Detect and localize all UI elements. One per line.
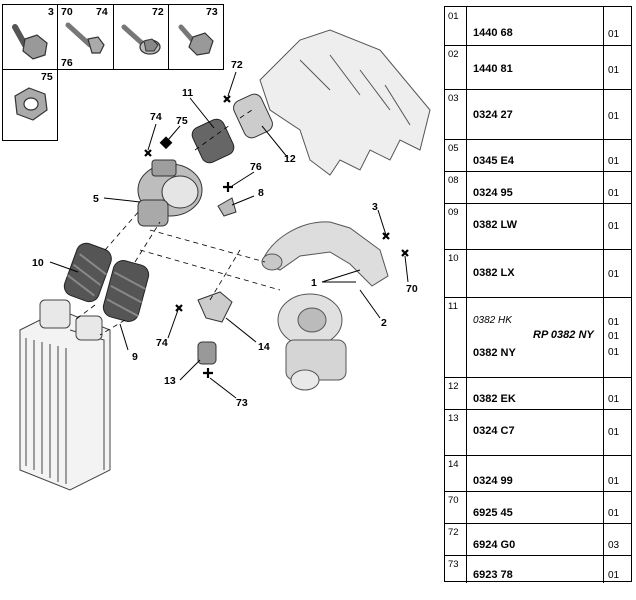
table-row: 13 0324 C7 01 bbox=[445, 409, 631, 456]
callout-1: 1 bbox=[311, 277, 317, 289]
clip-8 bbox=[217, 197, 237, 217]
air-pipe bbox=[261, 221, 389, 287]
callout-73: 73 bbox=[236, 397, 248, 409]
hex-bolt-icon bbox=[178, 24, 214, 56]
cross-marker bbox=[175, 304, 183, 312]
table-row: 01 1440 68 01 bbox=[445, 7, 631, 46]
intercooler bbox=[19, 299, 111, 491]
turbocharger bbox=[277, 293, 347, 391]
fastener-box-75: 75 bbox=[2, 69, 58, 141]
callout-3: 3 bbox=[372, 201, 378, 213]
diamond-marker bbox=[159, 136, 173, 150]
fastener-markers bbox=[144, 95, 409, 378]
callout-70: 70 bbox=[406, 283, 418, 295]
fastener-box-3: 3 bbox=[2, 4, 58, 70]
table-row: 14 0324 99 01 bbox=[445, 455, 631, 492]
hose-10 bbox=[63, 242, 112, 303]
screw-icon bbox=[65, 22, 105, 54]
fastener-label: 70 bbox=[61, 6, 73, 18]
callout-5: 5 bbox=[93, 193, 99, 205]
fastener-box-72: 72 bbox=[113, 4, 169, 70]
callout-11: 11 bbox=[182, 87, 193, 99]
callout-13: 13 bbox=[164, 375, 176, 387]
fastener-label: 74 bbox=[96, 6, 108, 18]
table-row: 12 0382 EK 01 bbox=[445, 377, 631, 410]
table-row: 11 0382 HK RP 0382 NY 0382 NY 01 01 01 bbox=[445, 297, 631, 378]
cross-marker bbox=[223, 95, 231, 103]
hose-9 bbox=[102, 260, 150, 322]
callout-75: 75 bbox=[176, 115, 188, 127]
callout-numbers: 72 11 75 74 76 8 12 5 3 10 70 1 2 9 74 1… bbox=[32, 59, 418, 409]
callout-74b: 74 bbox=[156, 337, 168, 349]
callout-10: 10 bbox=[32, 257, 44, 269]
intake-manifold bbox=[259, 29, 431, 176]
callout-76: 76 bbox=[250, 161, 262, 173]
table-row: 03 0324 27 01 bbox=[445, 89, 631, 140]
cross-marker bbox=[382, 232, 390, 240]
callout-2: 2 bbox=[381, 317, 387, 329]
table-row: 08 0324 95 01 bbox=[445, 171, 631, 204]
bolt-icon bbox=[12, 24, 48, 60]
cross-marker bbox=[401, 249, 409, 257]
callout-8: 8 bbox=[258, 187, 264, 199]
callout-9: 9 bbox=[132, 351, 138, 363]
callout-74: 74 bbox=[150, 111, 162, 123]
callout-12: 12 bbox=[284, 153, 296, 165]
exploded-view-diagram: 72 11 75 74 76 8 12 5 3 10 70 1 2 9 74 1… bbox=[19, 29, 431, 491]
callout-72: 72 bbox=[231, 59, 243, 71]
table-row: 70 6925 45 01 bbox=[445, 491, 631, 524]
table-row: 05 0345 E4 01 bbox=[445, 139, 631, 172]
fastener-label: 73 bbox=[206, 6, 218, 18]
plus-marker bbox=[223, 182, 233, 192]
fastener-label: 72 bbox=[152, 6, 164, 18]
flange-bolt-icon bbox=[121, 24, 161, 55]
sleeve-13 bbox=[197, 341, 217, 365]
fastener-label: 3 bbox=[48, 6, 54, 18]
cross-marker bbox=[144, 149, 152, 157]
callout-14: 14 bbox=[258, 341, 270, 353]
table-row: 73 6923 78 01 bbox=[445, 555, 631, 583]
table-row: 09 0382 LW 01 bbox=[445, 203, 631, 250]
fastener-label: 76 bbox=[61, 57, 73, 69]
hex-nut-icon bbox=[14, 87, 48, 121]
throttle-body bbox=[137, 159, 203, 227]
sleeve-11 bbox=[191, 118, 235, 164]
plus-marker bbox=[203, 368, 213, 378]
fastener-box-73: 73 bbox=[168, 4, 224, 70]
table-row: 10 0382 LX 01 bbox=[445, 249, 631, 298]
parts-table: 01 1440 68 01 02 1440 81 01 03 0324 27 0… bbox=[444, 6, 632, 583]
table-row: 72 6924 G0 03 bbox=[445, 523, 631, 556]
bracket-14 bbox=[197, 291, 233, 323]
table-row: 02 1440 81 01 bbox=[445, 45, 631, 90]
fastener-label: 75 bbox=[41, 71, 53, 83]
alignment-lines bbox=[74, 107, 281, 336]
leader-lines bbox=[49, 71, 409, 399]
